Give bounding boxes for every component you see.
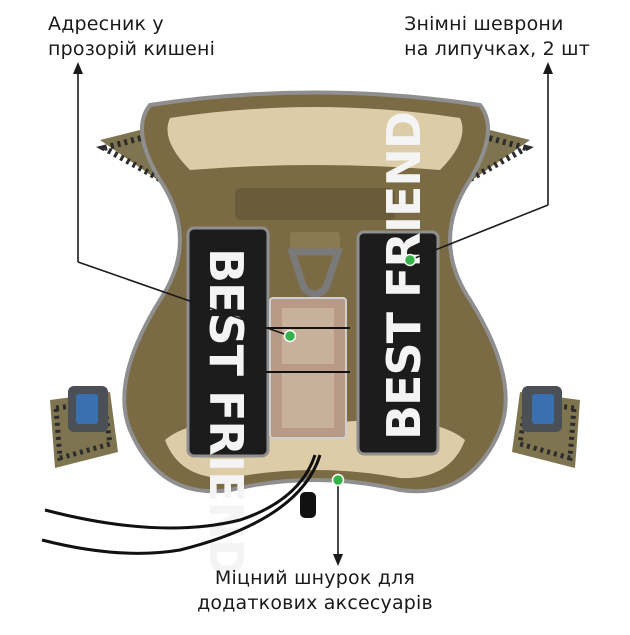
d-ring bbox=[287, 232, 343, 298]
marker-pocket bbox=[283, 329, 297, 343]
mesh-panel-top bbox=[167, 107, 463, 170]
marker-patch bbox=[403, 253, 417, 267]
callout-patches: Знімні шеврони на липучках, 2 шт bbox=[404, 12, 590, 62]
buckle-right bbox=[522, 386, 562, 432]
callout-pointers bbox=[73, 62, 553, 566]
callout-id-tag: Адресник у прозорій кишені bbox=[48, 12, 215, 62]
callout-cord-line1: Міцний шнурок для bbox=[214, 567, 416, 589]
patch-right-text: BEST FRIEND bbox=[377, 112, 431, 440]
patch-left: BEST FRIEND bbox=[186, 226, 270, 576]
callout-patches-line1: Знімні шеврони bbox=[404, 13, 564, 35]
callout-cord-line2: додаткових аксесуарів bbox=[197, 592, 433, 614]
callout-id-tag-line2: прозорій кишені bbox=[48, 38, 216, 60]
bungee-cord bbox=[41, 454, 322, 555]
callout-id-tag-line1: Адресник у bbox=[48, 13, 164, 35]
grab-handle bbox=[235, 188, 395, 220]
buckle-left bbox=[68, 386, 108, 432]
patch-right: BEST FRIEND bbox=[356, 112, 440, 456]
patch-left-text: BEST FRIEND bbox=[199, 248, 253, 576]
callout-cord: Міцний шнурок для додаткових аксесуарів bbox=[0, 566, 630, 616]
id-card-pocket bbox=[266, 297, 350, 439]
marker-cord bbox=[331, 473, 345, 487]
callout-patches-line2: на липучках, 2 шт bbox=[404, 38, 590, 60]
